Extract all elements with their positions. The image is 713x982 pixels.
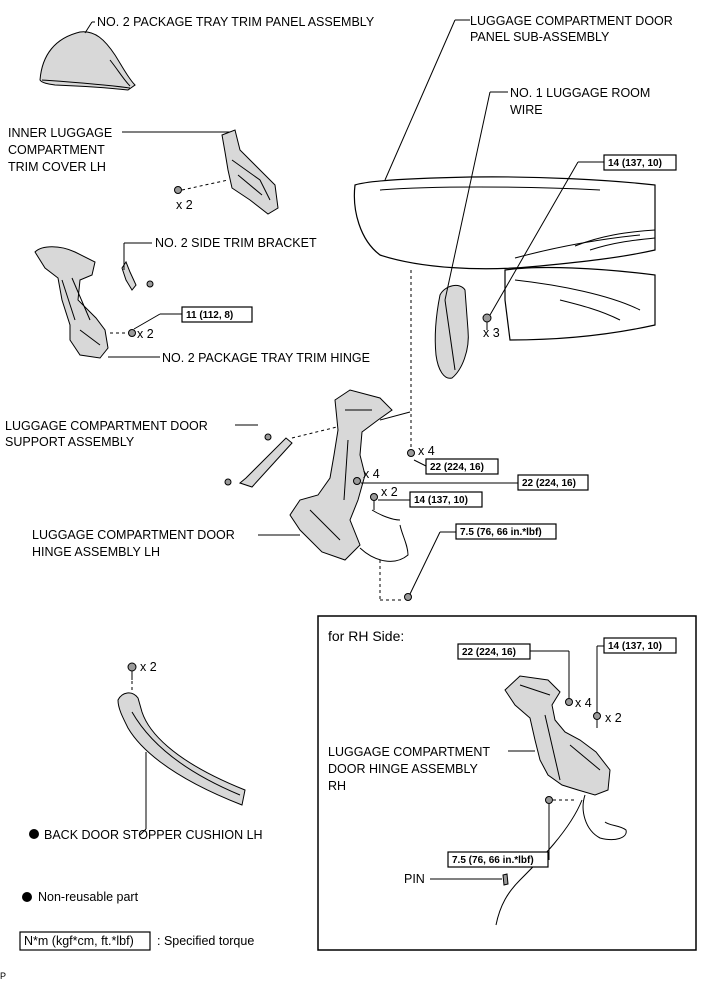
torque-tray-hinge: 11 (112, 8) [186,310,233,321]
torque-hinge-lh-cable: 7.5 (76, 66 in.*lbf) [460,527,542,538]
label-hinge-lh-2: HINGE ASSEMBLY LH [32,545,160,559]
label-hinge-lh-1: LUGGAGE COMPARTMENT DOOR [32,528,235,542]
rh-side-panel [317,615,697,951]
torque-rh-bolt: 14 (137, 10) [608,641,662,652]
legend-torque-box: N*m (kgf*cm, ft.*lbf) [24,934,134,948]
pin-illustration [502,873,509,886]
hinge-lh-bolt-b-icon [370,493,378,510]
label-trim-cover-2: COMPARTMENT [8,143,105,157]
hinge-lh-bolt-a-icon [407,449,415,457]
label-hinge-rh-3: RH [328,779,346,793]
hinge-lh-nut-icon [353,477,361,485]
corner-mark: P [0,971,6,981]
label-tray-hinge: NO. 2 PACKAGE TRAY TRIM HINGE [162,351,370,365]
rh-nut-icon [565,698,573,706]
qty-hinge-lh-bolts-a: x 4 [418,444,435,458]
label-trim-cover-3: TRIM COVER LH [8,160,106,174]
hinge-lh-cable-bolt-icon [404,593,412,601]
hinge-rh-illustration [495,675,627,926]
tray-hinge-bolt-icon [128,329,136,337]
torque-hinge-lh-a: 22 (224, 16) [430,462,484,473]
torque-door-panel: 14 (137, 10) [608,158,662,169]
label-support-2: SUPPORT ASSEMBLY [5,435,135,449]
qty-hinge-lh-bolts-b: x 2 [381,485,398,499]
side-trim-bracket-illustration [121,260,137,291]
luggage-door-panel-illustration [353,176,656,341]
label-door-panel-1: LUGGAGE COMPARTMENT DOOR [470,14,673,28]
torque-hinge-lh-b: 22 (224, 16) [522,478,576,489]
label-package-tray-panel: NO. 2 PACKAGE TRAY TRIM PANEL ASSEMBLY [97,15,375,29]
qty-rh-nuts: x 4 [575,696,592,710]
torque-hinge-lh-c: 14 (137, 10) [414,495,468,506]
label-door-panel-2: PANEL SUB-ASSEMBLY [470,30,610,44]
label-trim-cover-1: INNER LUGGAGE [8,126,112,140]
label-hinge-rh-2: DOOR HINGE ASSEMBLY [328,762,478,776]
label-room-wire-2: WIRE [510,103,543,117]
legend-torque-text: : Specified torque [157,934,254,948]
legend-non-reusable-icon [22,892,32,902]
qty-rh-bolts: x 2 [605,711,622,725]
label-side-bracket: NO. 2 SIDE TRIM BRACKET [155,236,317,250]
torque-rh-cable: 7.5 (76, 66 in.*lbf) [452,855,534,866]
rh-bolt-icon [593,712,601,728]
trim-cover-clip-icon [174,186,182,194]
side-bracket-clip-icon [146,280,154,288]
qty-trim-cover-clips: x 2 [176,198,193,212]
rh-title: for RH Side: [328,628,404,644]
trim-cover-illustration [221,129,279,215]
qty-hinge-lh-nuts: x 4 [363,467,380,481]
torque-rh-nut: 22 (224, 16) [462,647,516,658]
package-tray-panel-illustration [39,31,136,91]
non-reusable-icon [29,829,39,839]
label-hinge-rh-1: LUGGAGE COMPARTMENT [328,745,490,759]
qty-door-panel-bolts: x 3 [483,326,500,340]
stopper-clip-icon [127,662,137,680]
tray-hinge-illustration [34,246,109,359]
legend-non-reusable: Non-reusable part [38,890,139,904]
hinge-lh-illustration [289,389,411,562]
label-pin: PIN [404,872,425,886]
door-support-illustration [224,433,293,488]
qty-tray-hinge-bolts: x 2 [137,327,154,341]
rh-cable-bolt-icon [545,796,553,804]
label-support-1: LUGGAGE COMPARTMENT DOOR [5,419,208,433]
qty-stopper-clips: x 2 [140,660,157,674]
label-room-wire-1: NO. 1 LUGGAGE ROOM [510,86,650,100]
door-panel-bolt-icon [482,313,492,330]
stopper-cushion-illustration [117,692,246,806]
luggage-room-wire-illustration [434,284,469,379]
label-stopper: BACK DOOR STOPPER CUSHION LH [44,828,263,842]
